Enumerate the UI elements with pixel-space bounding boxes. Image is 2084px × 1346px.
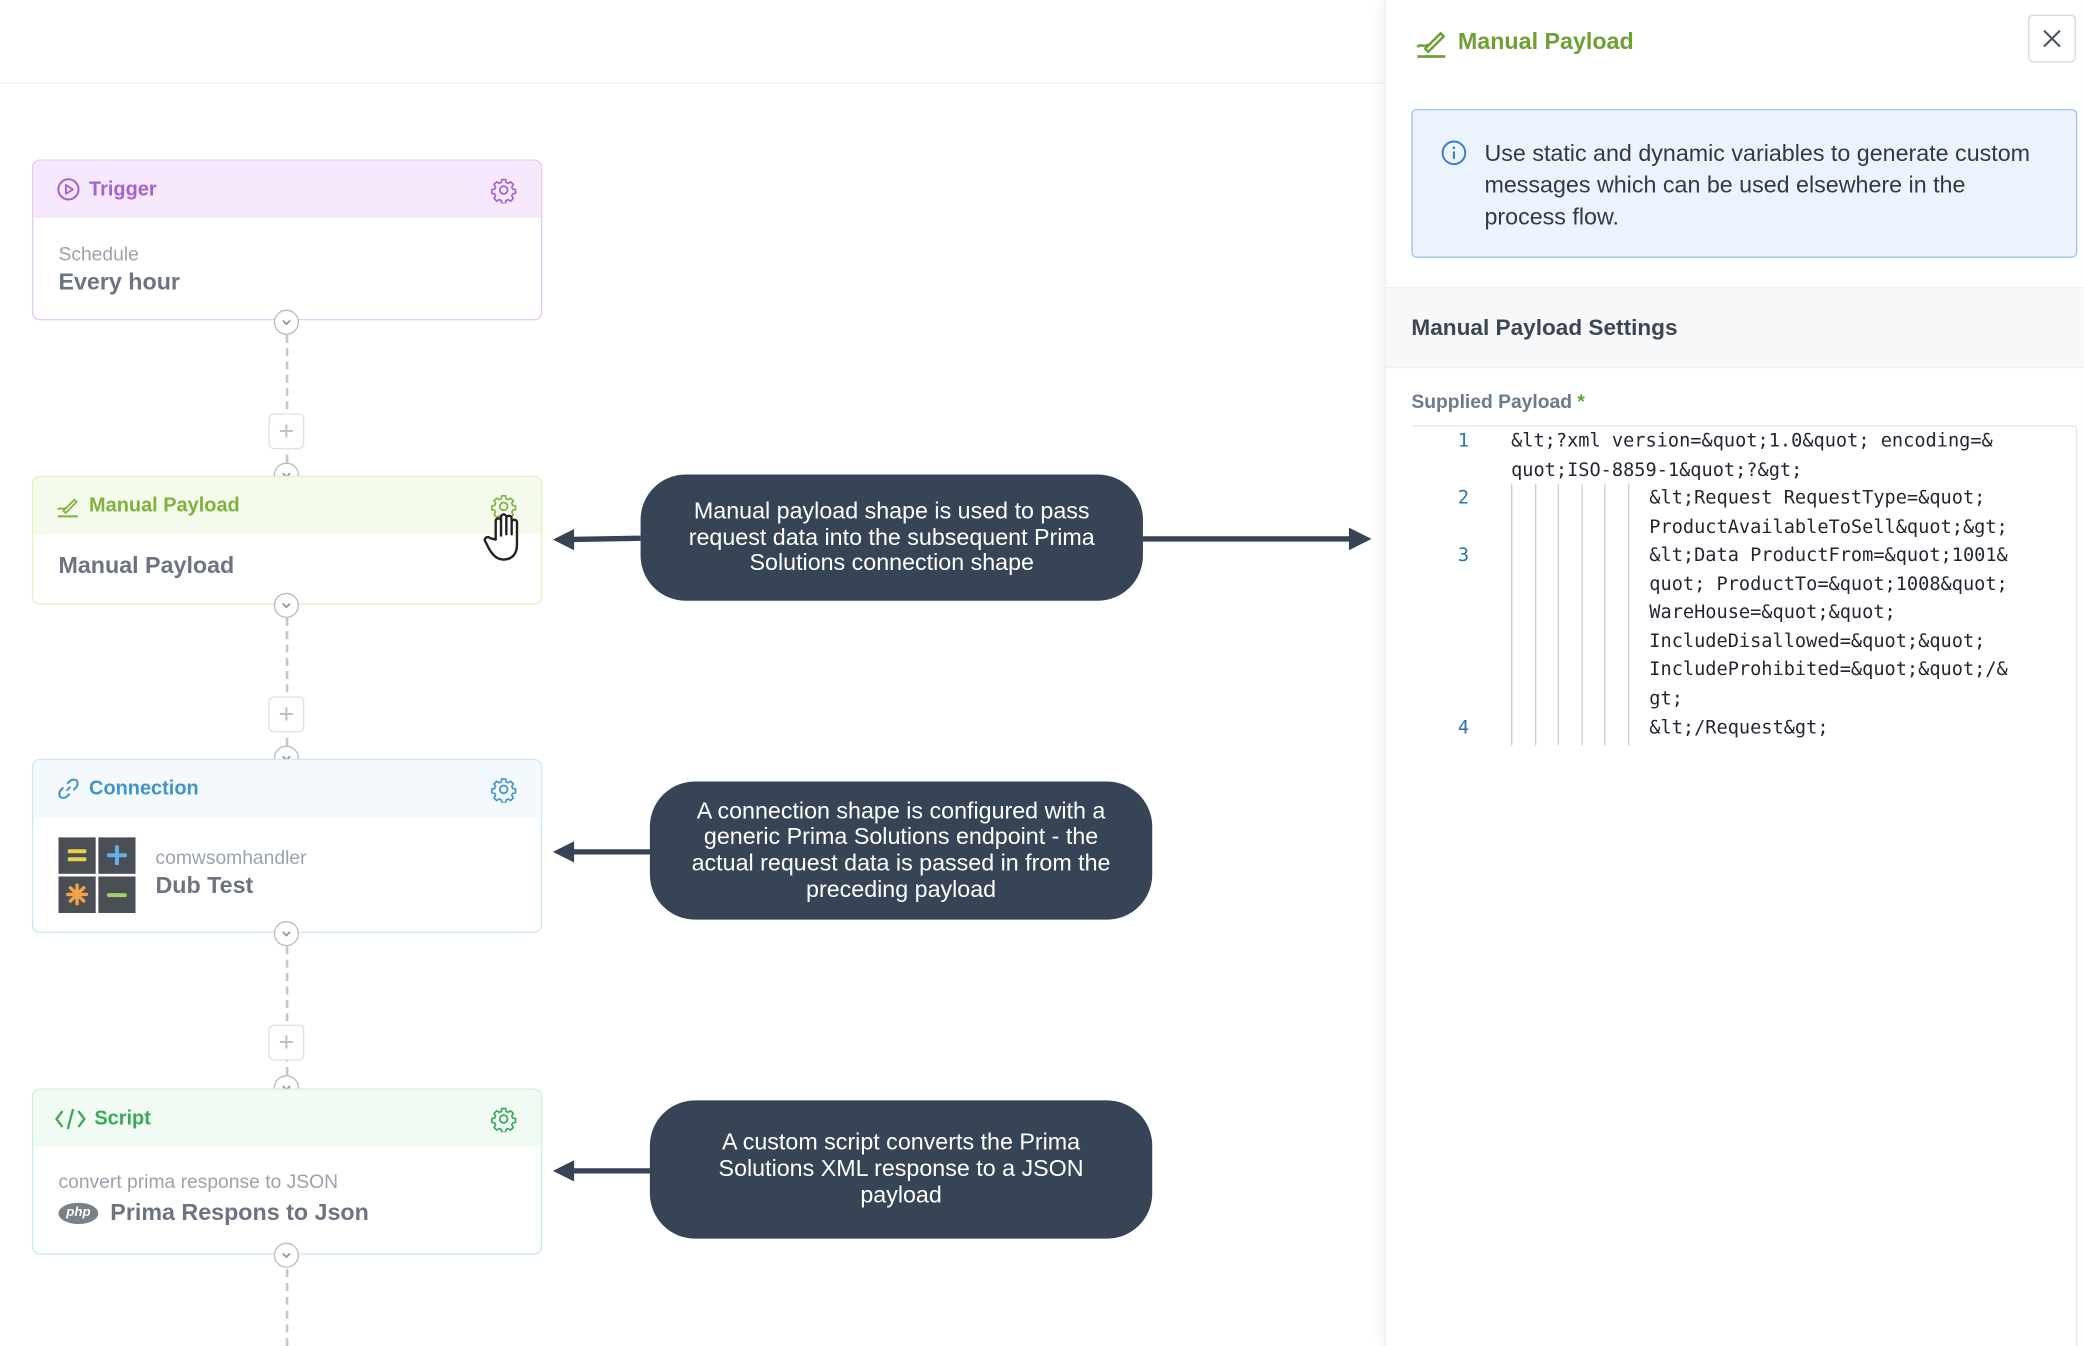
add-step-button[interactable]: + (268, 696, 305, 733)
line-number: 1 (1457, 430, 1470, 452)
gear-icon[interactable] (490, 1106, 517, 1134)
script-shape[interactable]: Script convert prima response to JSON ph… (31, 1088, 543, 1255)
connection-shape-value: Dub Test (155, 871, 254, 899)
gear-icon[interactable] (490, 177, 517, 205)
plus-icon: + (278, 699, 295, 729)
trigger-shape-header: Trigger (33, 160, 541, 218)
flow-connector (285, 617, 289, 759)
link-icon (54, 775, 81, 802)
php-icon: php (58, 1202, 99, 1224)
line-number: 4 (1457, 717, 1470, 739)
supplied-payload-label: Supplied Payload * (1411, 392, 1584, 413)
connection-shape-subtitle: comwsomhandler (155, 847, 307, 870)
settings-section-heading: Manual Payload Settings (1386, 287, 2084, 369)
required-marker: * (1577, 392, 1585, 414)
chevron-down-icon[interactable] (273, 592, 300, 618)
chevron-down-icon[interactable] (273, 920, 300, 947)
hand-cursor-icon (482, 510, 533, 563)
trigger-shape-subtitle: Schedule (58, 244, 139, 266)
line-number: 2 (1457, 487, 1470, 510)
indent-guide (1628, 483, 1630, 746)
code-line: &lt;/Request&gt; (1649, 717, 1829, 739)
arrow-right-icon (1142, 527, 1372, 551)
code-line: &lt;Data ProductFrom=&quot;1001& quot; P… (1649, 544, 2008, 710)
trigger-shape-value: Every hour (58, 268, 180, 296)
settings-panel: Manual Payload Use static and dynamic va… (1384, 0, 2084, 1346)
indent-guide (1581, 483, 1583, 746)
script-shape-value: Prima Respons to Json (110, 1198, 369, 1226)
code-line: &lt;?xml version=&quot;1.0&quot; encodin… (1511, 430, 1993, 481)
indent-guide (1604, 483, 1606, 746)
panel-header: Manual Payload (1386, 0, 2084, 84)
line-number: 3 (1457, 544, 1470, 567)
arrow-left-icon (552, 841, 652, 863)
payload-callout: Manual payload shape is used to pass req… (640, 474, 1143, 601)
indent-guide (1557, 483, 1559, 746)
manual-payload-shape-title: Manual Payload (89, 494, 240, 517)
chevron-down-icon[interactable] (273, 309, 300, 335)
script-shape-subtitle: convert prima response to JSON (58, 1172, 339, 1194)
connection-callout: A connection shape is configured with a … (649, 781, 1153, 920)
chevron-down-icon[interactable] (273, 1242, 300, 1268)
manual-payload-shape-header: Manual Payload (33, 477, 541, 535)
indent-guide (1534, 483, 1537, 746)
code-line: &lt;Request RequestType=&quot; ProductAv… (1649, 487, 2008, 538)
add-step-button[interactable]: + (268, 413, 305, 450)
plus-icon: + (278, 1027, 295, 1058)
connection-shape[interactable]: Connection (31, 758, 543, 933)
trigger-shape[interactable]: Trigger Schedule Every hour (31, 159, 543, 321)
arrow-left-icon (552, 1160, 652, 1182)
flow-connector (285, 946, 289, 1089)
code-editor[interactable]: 1 2 3 4 &lt;?xml version=&quot;1.0&quot;… (1411, 425, 2078, 1346)
info-text: Use static and dynamic variables to gene… (1484, 139, 2031, 230)
script-shape-title: Script (94, 1107, 151, 1130)
manual-payload-icon (1413, 25, 1450, 60)
manual-payload-shape[interactable]: Manual Payload Manual Payload (31, 475, 543, 605)
script-callout: A custom script converts the Prima Solut… (649, 1100, 1153, 1239)
trigger-shape-title: Trigger (89, 178, 157, 201)
manual-payload-shape-value: Manual Payload (58, 551, 235, 579)
add-step-button[interactable]: + (268, 1024, 305, 1061)
field-label-text: Supplied Payload (1411, 392, 1573, 414)
panel-title: Manual Payload (1457, 27, 1634, 55)
connection-shape-title: Connection (89, 777, 199, 801)
manual-payload-icon (54, 492, 81, 519)
play-circle-icon (54, 176, 81, 203)
script-shape-header: Script (33, 1089, 541, 1147)
plus-icon: + (278, 416, 295, 446)
flow-canvas: Trigger Schedule Every hour + Manual Pay… (0, 0, 1385, 1346)
flow-connector (285, 1269, 289, 1346)
code-icon (54, 1105, 86, 1132)
info-icon (1441, 140, 1468, 175)
flow-connector (285, 334, 289, 476)
canvas-toolbar (0, 0, 1385, 84)
close-button[interactable] (2028, 14, 2076, 63)
indent-guide (1511, 483, 1513, 746)
arrow-left-icon (552, 528, 641, 551)
connection-shape-header: Connection (33, 760, 541, 818)
gear-icon[interactable] (490, 776, 517, 804)
calculator-app-icon (58, 837, 136, 914)
info-message: Use static and dynamic variables to gene… (1411, 108, 2078, 258)
close-icon (2041, 28, 2062, 49)
